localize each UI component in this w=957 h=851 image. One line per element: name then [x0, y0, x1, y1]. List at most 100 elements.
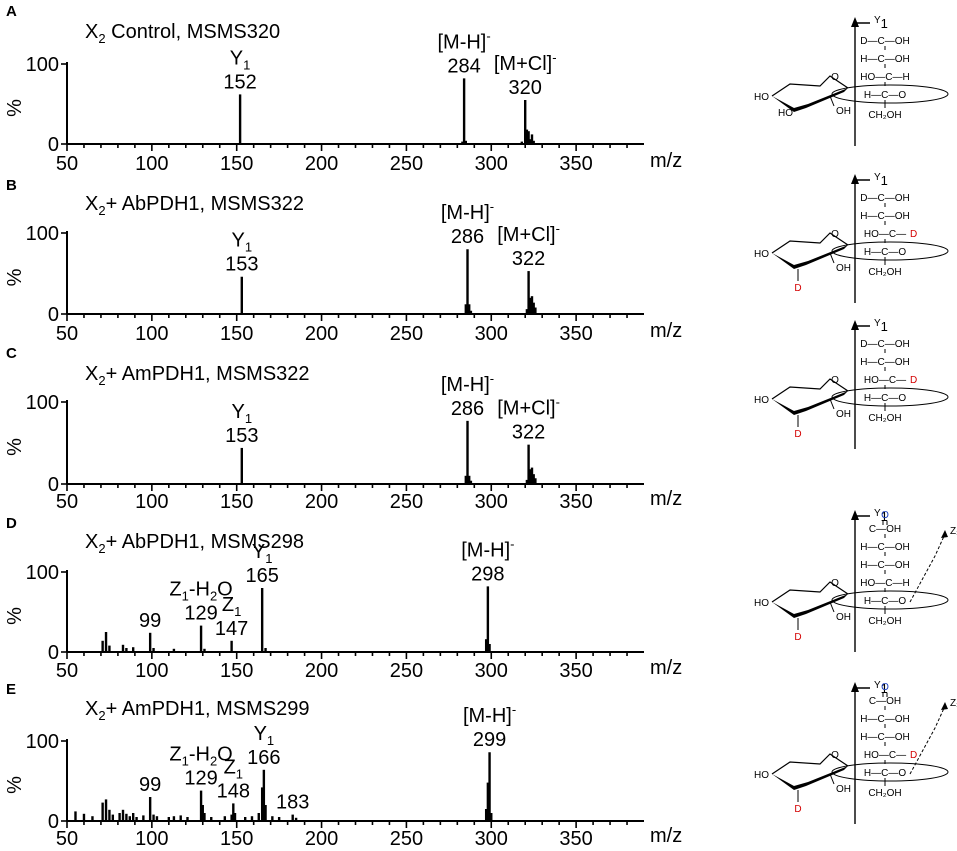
x-tick-label: 350 [559, 153, 592, 175]
x-tick-label: 350 [559, 828, 592, 850]
chain-row: H—C—OH [860, 732, 909, 743]
panel-letter: B [6, 177, 17, 194]
chain-row: D—C—OH [860, 193, 909, 204]
x-tick-label: 200 [305, 153, 338, 175]
deuterium-label: D [910, 229, 917, 240]
fragment-label: Y1 [874, 15, 888, 31]
peak-mz-label: 129 [184, 603, 217, 625]
x-tick-label: 50 [56, 153, 78, 175]
structure-d: Y1OC—OHH—C—OHH—C—OHHO—C—HH—C—OZ₁CH₂OHOHO… [754, 508, 957, 652]
y-tick-label: 100 [26, 54, 59, 76]
panel-title: X2 Control, MSMS320 [85, 21, 280, 46]
peak-mz-label: 284 [447, 55, 480, 77]
chain-row: C—OH [869, 696, 901, 707]
ring-bond [829, 95, 835, 107]
x-tick-label: 300 [475, 491, 508, 513]
x-tick-label: 200 [305, 323, 338, 345]
ring-oxygen: O [831, 229, 839, 240]
ring-oxygen: O [831, 750, 839, 761]
x-tick-label: 300 [475, 828, 508, 850]
ring-hydroxyl: OH [836, 784, 851, 795]
fragment-label: Y1 [874, 318, 888, 334]
peak-mz-label: 148 [217, 780, 250, 802]
ring-hydroxyl: HO [754, 395, 769, 406]
ring-deuterium-label: D [794, 429, 801, 440]
ring-bond [829, 398, 835, 410]
peak-mz-label: 298 [471, 563, 504, 585]
x-tick-label: 350 [559, 491, 592, 513]
arrow-head-icon [851, 174, 859, 184]
x-tick-label: 250 [390, 323, 423, 345]
fragment-label: Y1 [874, 172, 888, 188]
z1-label: Z₁ [950, 526, 957, 537]
ch2oh-label: CH₂OH [868, 616, 901, 627]
panel-letter: E [6, 681, 16, 698]
panel-title: X2+ AbPDH1, MSMS298 [85, 531, 304, 556]
peak-ion-label: Y1 [232, 401, 253, 426]
x-tick-label: 50 [56, 828, 78, 850]
carbonyl-oxygen: O [881, 510, 889, 521]
x-tick-label: 100 [135, 323, 168, 345]
x-tick-label: 300 [475, 153, 508, 175]
glycosidic-bond-ellipse [831, 241, 949, 261]
x-tick-label: 150 [220, 491, 253, 513]
chain-row: H—C—O [864, 247, 906, 258]
glycosidic-bond-ellipse [831, 84, 949, 104]
x-axis-label: m/z [650, 320, 682, 342]
x-tick-label: 100 [135, 660, 168, 682]
arrow-head-icon [851, 17, 859, 27]
y-tick-label: 0 [48, 642, 59, 664]
x-axis-label: m/z [650, 657, 682, 679]
ring-deuterium-label: D [794, 283, 801, 294]
x-tick-label: 250 [390, 153, 423, 175]
ch2oh-label: CH₂OH [868, 413, 901, 424]
ring-bond [771, 581, 849, 603]
chain-row: H—C—OH [860, 211, 909, 222]
peak-mz-label: 320 [509, 77, 542, 99]
ring-oxygen: O [831, 578, 839, 589]
arrow-head-icon [851, 320, 859, 330]
x-tick-label: 350 [559, 323, 592, 345]
ring-bond [771, 753, 849, 775]
arrow-head-icon [941, 702, 948, 710]
peak-mz-label: 99 [139, 774, 161, 796]
peak-mz-label: 286 [451, 226, 484, 248]
ring-hydroxyl: HO [778, 108, 793, 119]
ch2oh-label: CH₂OH [868, 788, 901, 799]
x-tick-label: 150 [220, 323, 253, 345]
panel-letter: D [6, 515, 17, 532]
panel-title: X2+ AmPDH1, MSMS322 [85, 363, 310, 388]
chain-row: H—C—O [864, 596, 906, 607]
peak-ion-label: [M+Cl]- [497, 221, 560, 246]
chain-row: H—C—O [864, 393, 906, 404]
ring-bond [829, 773, 835, 785]
peak-ion-label: Z1 [224, 756, 243, 781]
ring-bond [771, 75, 849, 97]
x-tick-label: 300 [475, 323, 508, 345]
peak-mz-label: 322 [512, 248, 545, 270]
peak-ion-label: [M-H]- [437, 28, 490, 53]
ring-deuterium-label: D [794, 804, 801, 815]
chain-row: C—OH [869, 524, 901, 535]
ring-hydroxyl: HO [754, 770, 769, 781]
peak-ion-label: Y1 [252, 541, 273, 566]
ring-hydroxyl: HO [754, 598, 769, 609]
ring-hydroxyl: OH [836, 106, 851, 117]
peak-ion-label: [M-H]- [461, 536, 514, 561]
chain-row: D—C—OH [860, 36, 909, 47]
x-tick-label: 250 [390, 660, 423, 682]
y-axis-label: % [4, 776, 26, 794]
z1-label: Z₁ [950, 698, 957, 709]
peak-mz-label: 147 [215, 618, 248, 640]
x-tick-label: 200 [305, 660, 338, 682]
peak-mz-label: 165 [245, 565, 278, 587]
peak-ion-label: [M+Cl]- [497, 395, 560, 420]
x-tick-label: 50 [56, 491, 78, 513]
deuterium-label: D [910, 750, 917, 761]
chain-row: HO—C— [864, 229, 906, 240]
